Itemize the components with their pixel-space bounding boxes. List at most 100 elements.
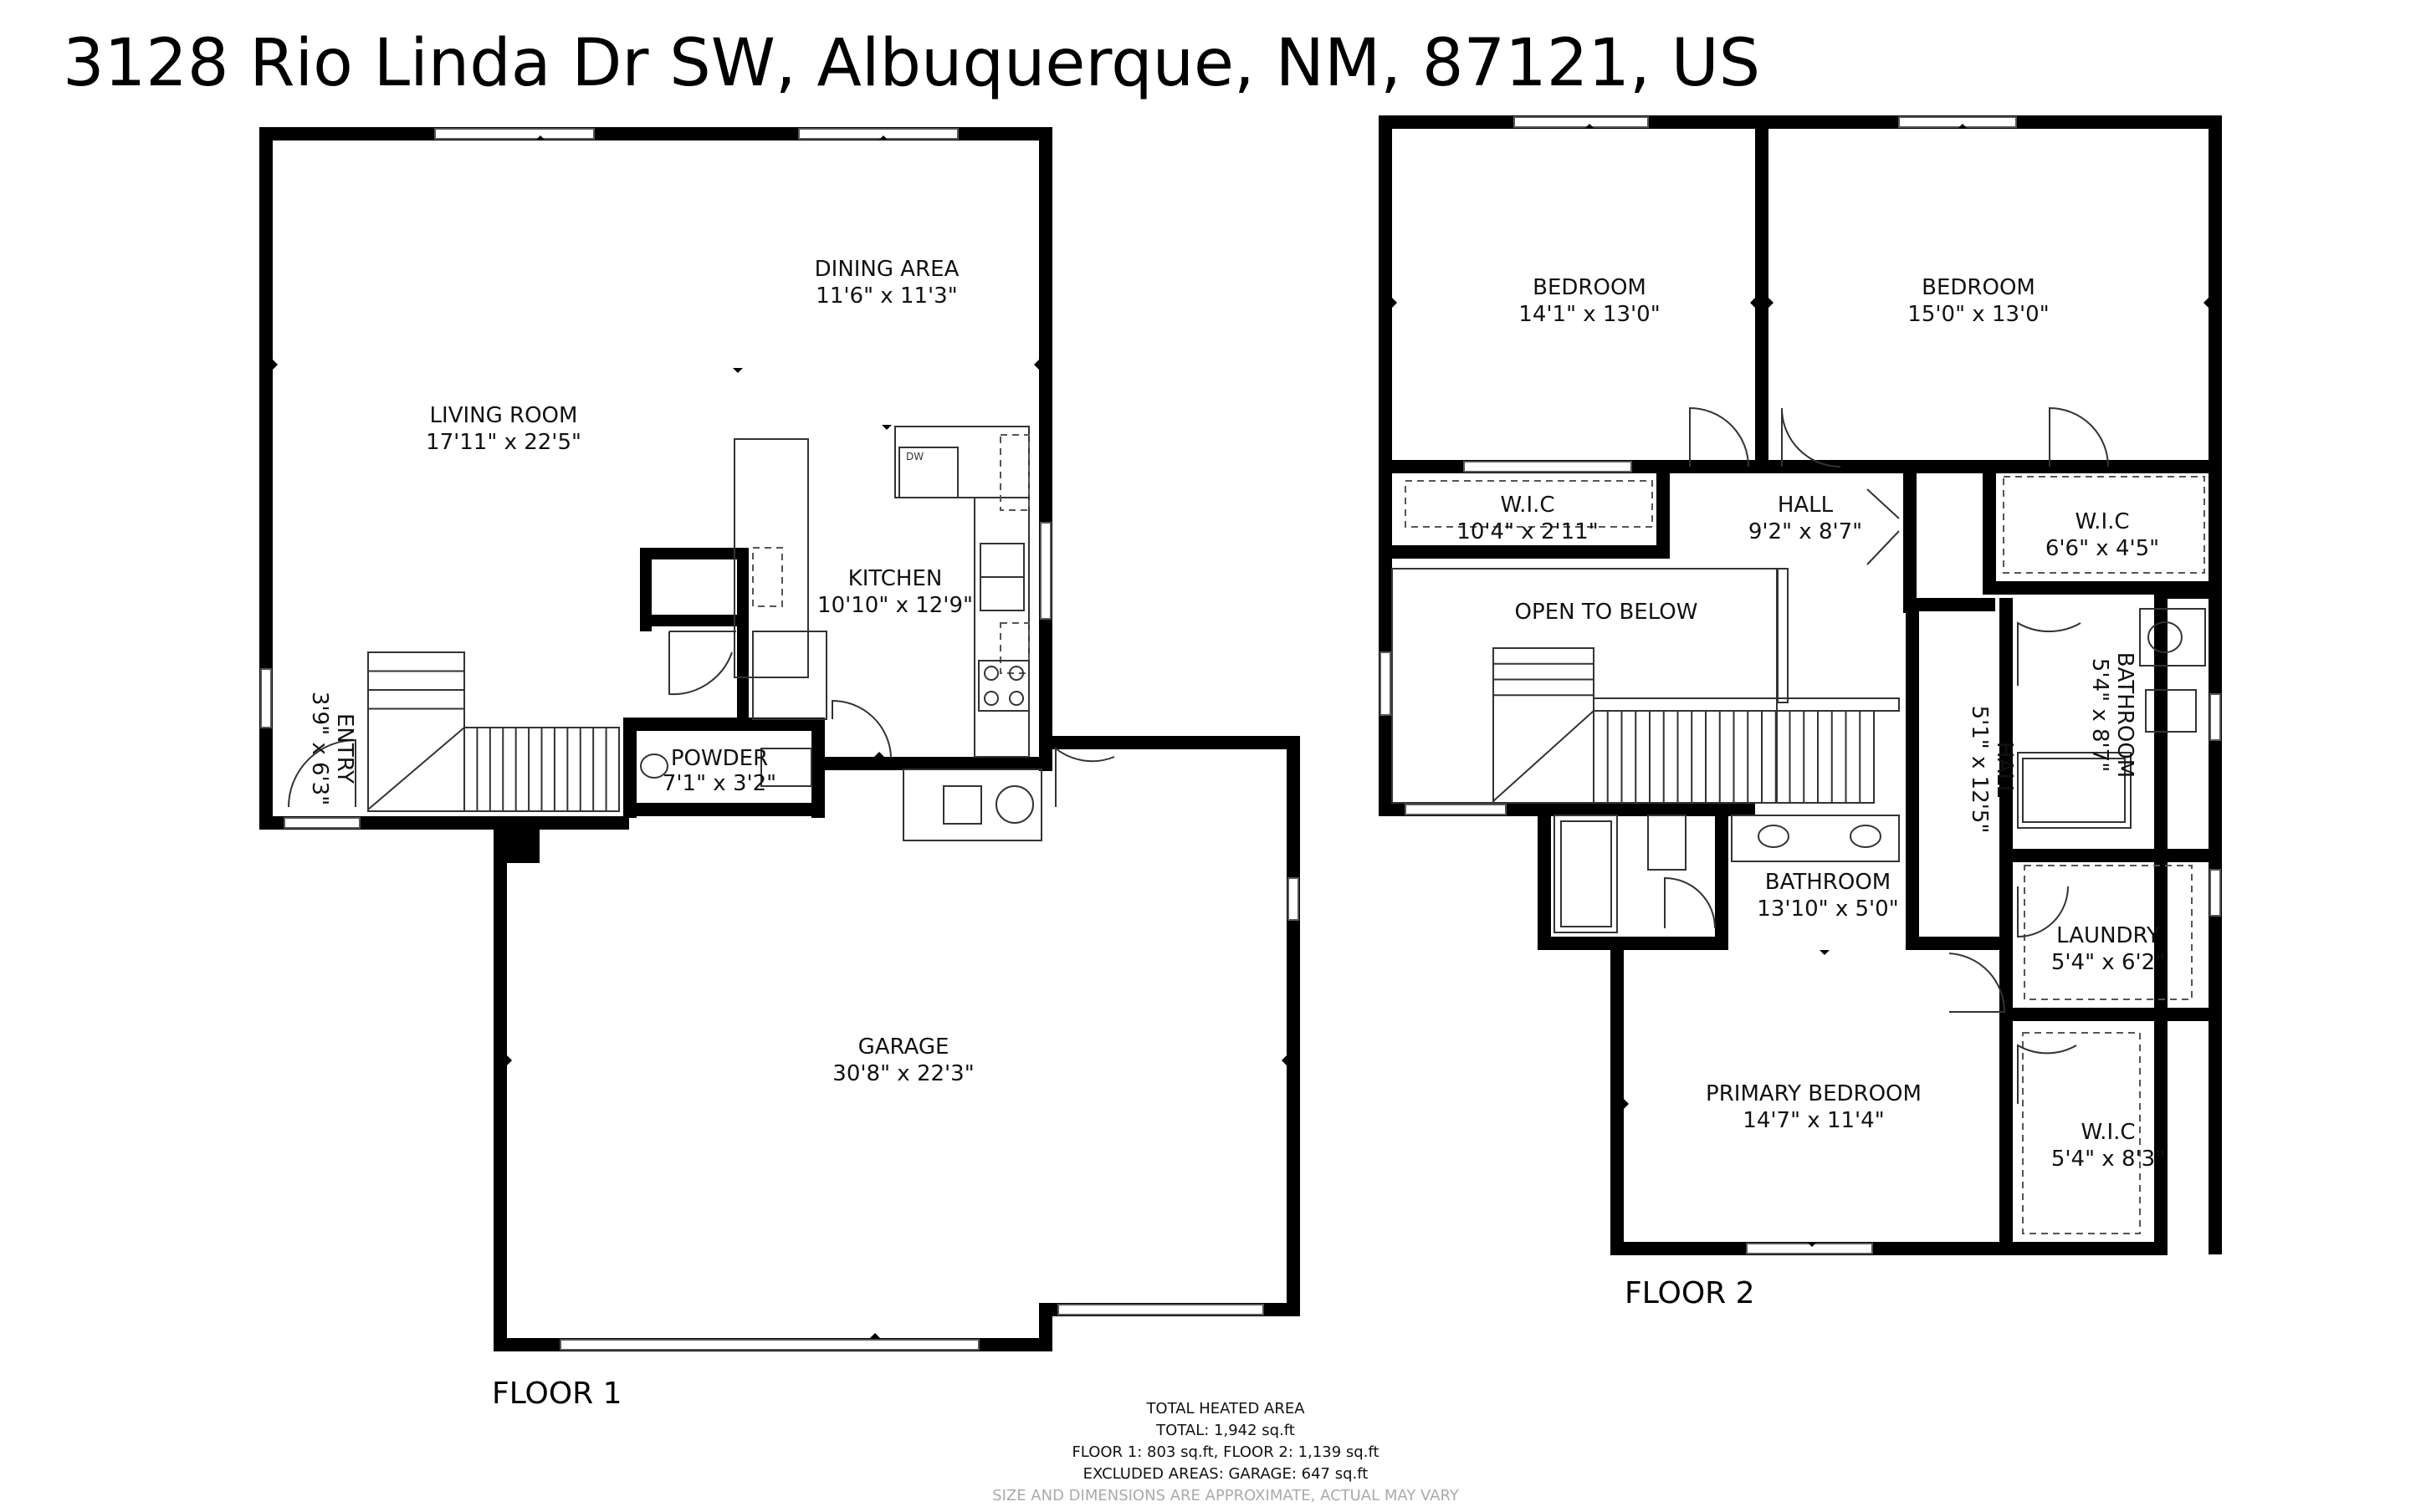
wall — [494, 816, 540, 863]
counter — [974, 497, 1030, 758]
marker — [878, 135, 888, 140]
wall — [2209, 115, 2222, 602]
hall-2-label-group: HALL 5'1" x 12'5" — [1967, 706, 2017, 834]
floor-1: DW — [259, 127, 1300, 1411]
bathtub — [2017, 752, 2132, 829]
wall — [2154, 585, 2168, 1254]
sink — [980, 576, 1025, 611]
summary-disclaimer: SIZE AND DIMENSIONS ARE APPROXIMATE, ACT… — [992, 1487, 1460, 1504]
wall — [1999, 1008, 2222, 1021]
bedroom-door — [1689, 406, 1749, 467]
bathroom-1-dims: 5'4" x 8'7" — [2087, 658, 2112, 772]
marker — [733, 368, 743, 373]
wic-2-dims: 6'6" x 4'5" — [2045, 536, 2159, 561]
laundry-name: LAUNDRY — [2056, 923, 2160, 948]
marker — [870, 1333, 880, 1338]
wall — [1983, 581, 2222, 595]
wall — [494, 816, 507, 1351]
closet-shelf — [2022, 1032, 2141, 1234]
stair-line — [367, 727, 465, 810]
bedroom-2-dims: 15'0" x 13'0" — [1907, 302, 2049, 327]
bedroom-door — [1781, 407, 1841, 467]
window — [1746, 1243, 1873, 1254]
marker — [273, 360, 278, 370]
laundry-door — [2017, 886, 2069, 938]
cabinet — [752, 547, 783, 607]
window — [284, 817, 361, 829]
closet-shelf — [2003, 476, 2205, 574]
bathroom-2-dims: 13'10" x 5'0" — [1757, 896, 1898, 922]
marker — [874, 752, 884, 757]
wic-3-dims: 5'4" x 8'3" — [2051, 1147, 2165, 1172]
burner — [984, 691, 999, 706]
dining-area-dims: 11'6" x 11'3" — [816, 284, 957, 309]
toilet — [1647, 815, 1687, 871]
wall — [1538, 937, 1728, 950]
wall — [1903, 598, 1995, 611]
window — [798, 128, 959, 140]
closet-door — [668, 631, 736, 696]
laundry-area — [2024, 865, 2193, 1000]
wall — [1039, 1303, 1052, 1351]
sink — [980, 543, 1025, 578]
window — [434, 128, 595, 140]
open-to-below-label: OPEN TO BELOW — [1515, 600, 1698, 625]
marker — [1958, 124, 1968, 129]
bathroom-2-name: BATHROOM — [1765, 870, 1891, 895]
bathtub — [1553, 815, 1618, 933]
hall-1-dims: 9'2" x 8'7" — [1748, 519, 1862, 544]
wall — [1039, 127, 1052, 771]
marker — [1624, 1099, 1629, 1109]
garage-door — [1057, 1304, 1264, 1315]
wic-3-name: W.I.C — [2081, 1120, 2135, 1145]
summary-total: TOTAL: 1,942 sq.ft — [1155, 1422, 1295, 1439]
primary-bedroom-dims: 14'7" x 11'4" — [1743, 1108, 1884, 1133]
linen-door — [1866, 488, 1900, 565]
marker — [882, 425, 892, 430]
living-room-dims: 17'11" x 22'5" — [426, 430, 581, 455]
laundry-machines — [903, 769, 1042, 841]
cabinet — [1000, 434, 1030, 511]
laundry-dims: 5'4" x 6'2" — [2051, 950, 2165, 975]
wall — [2209, 585, 2222, 1254]
stairs — [367, 651, 620, 812]
dishwasher — [898, 447, 959, 498]
entry-label-group: ENTRY 3'9" x 6'3" — [307, 692, 357, 805]
marker — [1034, 360, 1039, 370]
dining-area-name: DINING AREA — [815, 257, 960, 282]
wall — [737, 548, 749, 719]
burner — [1009, 691, 1024, 706]
floor-2-label: FLOOR 2 — [1625, 1276, 1755, 1310]
bedroom-1-name: BEDROOM — [1533, 275, 1646, 300]
railing — [1593, 697, 1900, 712]
kitchen-name: KITCHEN — [848, 566, 943, 591]
summary-excluded: EXCLUDED AREAS: GARAGE: 647 sq.ft — [1083, 1465, 1369, 1483]
marker — [1750, 298, 1755, 308]
bedroom-2-name: BEDROOM — [1922, 275, 2035, 300]
hall-1-name: HALL — [1778, 493, 1834, 518]
wic-2-name: W.I.C — [2075, 509, 2129, 534]
wall — [1379, 115, 2222, 129]
wall — [623, 718, 637, 818]
wall — [1039, 736, 1298, 749]
stair-treads — [1493, 662, 1861, 803]
counter — [752, 631, 827, 720]
floor-1-label: FLOOR 1 — [492, 1377, 622, 1411]
stair-treads — [368, 670, 607, 811]
hall-2-name: HALL — [1992, 742, 2017, 798]
window — [1040, 522, 1052, 620]
double-vanity — [1731, 815, 1900, 862]
kitchen-dims: 10'10" x 12'9" — [817, 593, 973, 618]
summary-heading: TOTAL HEATED AREA — [1145, 1400, 1305, 1418]
bathroom-1-name: BATHROOM — [2112, 652, 2137, 778]
wall — [1610, 1242, 2168, 1255]
dimension-markers — [1392, 124, 2209, 1247]
wall — [1287, 736, 1300, 1313]
marker — [1768, 298, 1774, 308]
bathtub-inner — [1560, 820, 1612, 927]
garage-entry-door — [1055, 746, 1115, 807]
bedroom-1-dims: 14'1" x 13'0" — [1518, 302, 1660, 327]
stair-run — [367, 651, 465, 812]
wall — [1715, 803, 1728, 949]
